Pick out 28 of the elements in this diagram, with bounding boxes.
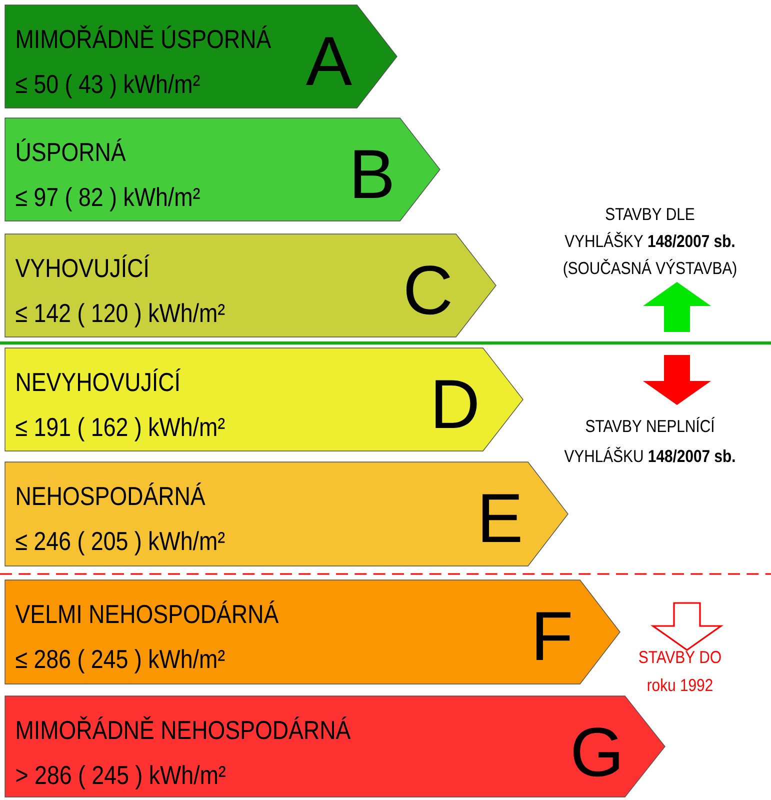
energy-value: ≤ 97 ( 82 ) kWh/m²	[16, 187, 200, 212]
class-name: VYHOVUJÍCÍ	[15, 254, 150, 278]
class-name: MIMOŘÁDNĚ NEHOSPODÁRNÁ	[17, 716, 351, 740]
class-name: VELMI NEHOSPODÁRNÁ	[15, 600, 279, 624]
class-letter: B	[354, 150, 392, 198]
energy-value: ≤ 191 ( 162 ) kWh/m²	[16, 417, 225, 442]
class-name: NEHOSPODÁRNÁ	[17, 482, 206, 506]
energy-value: > 286 ( 245 ) kWh/m²	[16, 765, 226, 790]
energy-value: ≤ 142 ( 120 ) kWh/m²	[16, 303, 225, 328]
energy-value: ≤ 286 ( 245 ) kWh/m²	[16, 649, 225, 674]
note-text: VYHLÁŠKU 148/2007 sb.	[564, 446, 735, 462]
class-letter: F	[536, 612, 570, 660]
class-letter: D	[436, 380, 477, 428]
class-letter: C	[406, 266, 450, 315]
note-text: VYHLÁŠKY 148/2007 sb.	[564, 232, 734, 248]
energy-value: ≤ 246 ( 205 ) kWh/m²	[16, 531, 225, 556]
class-name: NEVYHOVUJÍCÍ	[17, 368, 180, 392]
class-letter: A	[306, 37, 352, 85]
energy-value: ≤ 50 ( 43 ) kWh/m²	[16, 74, 200, 98]
class-name: MIMOŘÁDNĚ ÚSPORNÁ	[17, 25, 272, 48]
class-letter: G	[574, 728, 619, 777]
note-text: STAVBY DO	[639, 650, 721, 664]
note-text: STAVBY NEPLNÍCÍ	[586, 416, 715, 432]
class-name: ÚSPORNÁ	[16, 138, 126, 162]
note-text: STAVBY DLE	[606, 208, 694, 220]
note-text: (SOUČASNÁ VÝSTAVBA)	[564, 258, 736, 278]
note-text: roku 1992	[648, 678, 712, 692]
class-letter: E	[482, 494, 520, 542]
